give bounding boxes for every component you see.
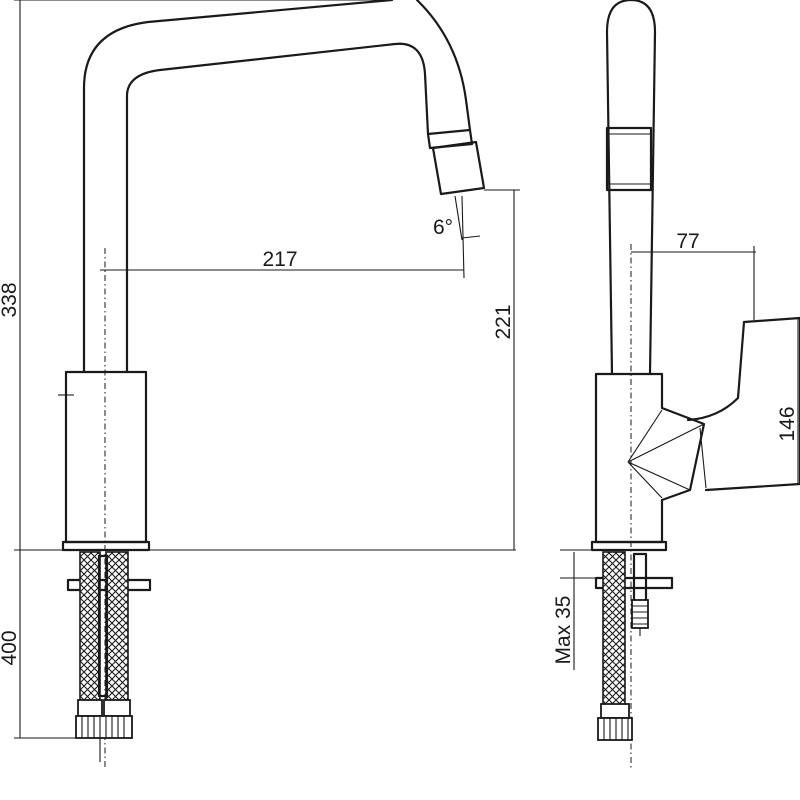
lever-handle <box>686 316 800 492</box>
hose-connector-right <box>103 699 131 717</box>
dim-6deg-ext-a <box>454 195 463 241</box>
dim-label-77: 77 <box>676 230 699 253</box>
mounting-stud <box>97 554 109 698</box>
aerator <box>431 140 486 196</box>
spout-inner-contour <box>125 42 430 374</box>
hose-nut-ribs <box>81 716 125 738</box>
dimension-lines <box>14 0 799 739</box>
dim-6deg-ext-b <box>461 235 481 239</box>
side-hose-nut-ribs <box>603 718 629 740</box>
dim-label-400: 400 <box>0 630 21 665</box>
dim-label-221: 221 <box>492 304 515 339</box>
dim-label-146: 146 <box>776 406 799 441</box>
spout-outer-right <box>415 0 472 132</box>
body-base-ring <box>61 540 151 552</box>
side-faucet-body <box>594 372 706 544</box>
hose-connector-left <box>77 699 103 717</box>
side-flexible-hose <box>602 551 626 707</box>
spout-outer-contour <box>82 0 394 374</box>
dim-label-338: 338 <box>0 282 21 317</box>
side-stud-thread <box>632 605 648 625</box>
flexible-hose-left <box>79 551 101 703</box>
dim-label-6deg: 6° <box>433 216 453 239</box>
dim-217-right-ext <box>461 195 465 279</box>
handle-socket-cone <box>627 409 705 499</box>
lever-handle-edge <box>699 427 707 489</box>
front-view <box>58 0 486 770</box>
faucet-body <box>64 370 148 544</box>
side-spout <box>605 0 657 376</box>
side-hose-connector <box>600 703 630 719</box>
side-aerator-band <box>605 126 653 192</box>
dimension-labels: 338 400 217 6° 221 77 146 Max 35 <box>0 216 799 666</box>
flexible-hose-right <box>105 551 129 703</box>
aerator-collar <box>426 128 474 150</box>
side-base-ring <box>590 540 668 552</box>
side-hose-nut <box>597 717 633 741</box>
side-view <box>590 0 800 770</box>
dim-label-217: 217 <box>262 248 297 271</box>
dim-label-max35: Max 35 <box>552 596 575 665</box>
